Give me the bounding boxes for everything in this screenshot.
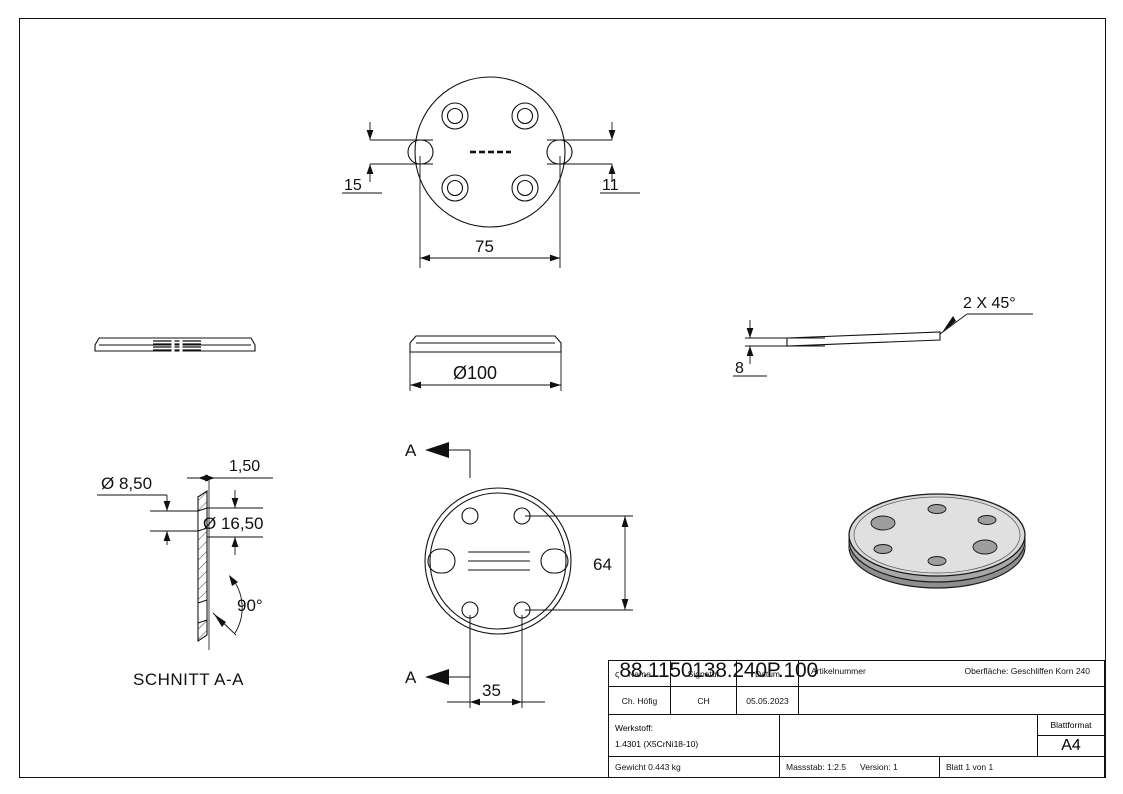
blattformat-column: Blattformat A4 — [1038, 715, 1104, 756]
artikelnummer-header-cell: Artikelnummer Oberfläche: Geschliffen Ko… — [799, 661, 1104, 686]
right-edge-plate-outline — [786, 331, 941, 347]
section-caption: SCHNITT A-A — [133, 670, 244, 689]
front-edge-plate-outline — [409, 335, 562, 353]
top-view-outer-circle — [414, 76, 566, 228]
dim-diameter-8-50-label: Ø 8,50 — [101, 474, 152, 493]
top-view-plate: 15 11 75 — [330, 60, 660, 300]
section-counterbore — [197, 507, 208, 532]
dim-8-label: 8 — [735, 360, 744, 377]
counterbore-hole — [441, 174, 469, 202]
bottom-view-chamfer-circle — [429, 492, 567, 630]
chamfer-leader — [939, 313, 1033, 335]
bottom-view-center-lines — [468, 551, 530, 571]
oval-slot-left — [427, 548, 456, 574]
dim-diameter-100-label: Ø100 — [453, 363, 497, 383]
value-datum: 05.05.2023 — [737, 687, 799, 714]
dim-35-label: 35 — [482, 681, 501, 700]
section-mark-label-top: A — [405, 441, 417, 460]
title-block-footer-row: Gewicht 0.443 kg Massstab: 1:2.5 Version… — [609, 757, 1104, 777]
dim-angle-90-label: 90° — [237, 596, 263, 615]
right-edge-view: 8 2 X 45° — [715, 282, 1045, 392]
werkstoff-value: 1.4301 (X5CrNi18-10) — [615, 738, 699, 749]
section-view-a-a: 1,50 Ø 8,50 Ø 16,50 — [95, 445, 325, 700]
title-block-header-row: Name Signatur Datum Artikelnummer Oberfl… — [609, 661, 1104, 687]
dim-8-50-leaders — [97, 494, 198, 545]
dim-64-label: 64 — [593, 555, 612, 574]
title-block-values-row: Ch. Höfig CH 05.05.2023 ς 88.1150138.240… — [609, 659, 1104, 715]
blatt-value: Blatt 1 von 1 — [946, 762, 994, 772]
value-signatur: CH — [671, 687, 737, 714]
oval-slot-right — [540, 548, 569, 574]
front-edge-view: Ø100 — [395, 325, 595, 405]
massstab-value: Massstab: 1:2.5 — [786, 762, 847, 772]
dim-diameter-16-50-label: Ø 16,50 — [203, 514, 264, 533]
werkstoff-cell: Werkstoff: 1.4301 (X5CrNi18-10) — [609, 715, 780, 756]
oval-slot-left — [407, 139, 434, 165]
artikelnummer-label: Artikelnummer — [811, 666, 866, 676]
bottom-view-outer-circle — [424, 487, 572, 635]
iso-holes — [870, 504, 998, 566]
dim-11-label: 11 — [602, 177, 619, 194]
left-edge-view — [85, 325, 275, 365]
blattformat-value: A4 — [1061, 737, 1081, 754]
massstab-cell: Massstab: 1:2.5 Version: 1 — [780, 757, 940, 777]
bottom-view-plate: A A 64 35 — [385, 430, 665, 710]
gewicht-value: Gewicht 0.443 kg — [609, 757, 780, 777]
left-edge-hatch — [153, 340, 201, 351]
isometric-3d-view — [835, 475, 1040, 605]
through-hole — [461, 507, 479, 525]
werkstoff-label: Werkstoff: — [615, 722, 653, 733]
section-counterbore — [197, 599, 208, 624]
version-value: Version: 1 — [860, 762, 898, 772]
dim-75-leaders — [419, 156, 561, 268]
section-arrow-bottom — [425, 669, 449, 685]
blank-cell — [780, 715, 1038, 756]
dim-100-leaders — [409, 352, 562, 391]
dim-35-leaders — [447, 615, 545, 708]
header-signatur: Signatur — [671, 661, 737, 686]
drawing-frame-border — [19, 18, 1106, 778]
counterbore-hole — [441, 102, 469, 130]
value-name: Ch. Höfig — [609, 687, 671, 714]
note-chamfer-label: 2 X 45° — [963, 295, 1016, 312]
oval-slot-right — [546, 139, 573, 165]
dim-1-50-label: 1,50 — [229, 458, 260, 475]
blattformat-label: Blattformat — [1038, 715, 1104, 736]
header-datum: Datum — [737, 661, 799, 686]
dim-11-leaders — [547, 122, 640, 194]
section-arrow-top — [425, 442, 449, 458]
dim-64-leaders — [525, 515, 633, 611]
section-mark-label-bottom: A — [405, 668, 417, 687]
oberflaeche-label: Oberfläche: Geschliffen Korn 240 — [964, 666, 1090, 676]
title-block-material-row: Werkstoff: 1.4301 (X5CrNi18-10) Blattfor… — [609, 715, 1104, 757]
counterbore-hole — [511, 174, 539, 202]
section-mark-top-leader — [445, 449, 471, 478]
artikelnummer-cell: ς 88.1150138.240P.100 — [615, 659, 818, 682]
left-edge-hatch-gaps — [171, 339, 183, 352]
counterbore-hole — [511, 102, 539, 130]
title-block: Name Signatur Datum Artikelnummer Oberfl… — [608, 659, 1105, 778]
header-name: Name — [609, 661, 671, 686]
dim-75-label: 75 — [475, 237, 494, 256]
dim-15-label: 15 — [344, 177, 362, 194]
left-edge-plate-outline — [94, 337, 256, 352]
